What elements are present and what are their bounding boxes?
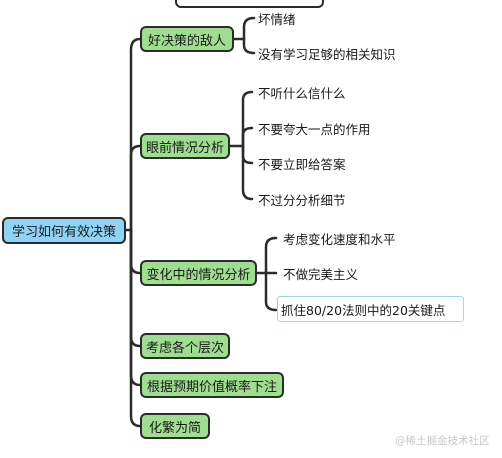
leaf-label: 不过分分析细节: [258, 192, 346, 208]
branch-node-layers[interactable]: 考虑各个层次: [140, 333, 230, 359]
branch-label: 眼前情况分析: [145, 140, 224, 156]
branch-node-simplify[interactable]: 化繁为简: [140, 413, 210, 439]
branch-label: 考虑各个层次: [145, 340, 224, 356]
leaf-label: 坏情绪: [258, 11, 296, 27]
leaf-node-selected[interactable]: 抓住80/20法则中的20关键点: [277, 296, 464, 322]
leaf-node[interactable]: 考虑变化速度和水平: [281, 229, 411, 247]
cropped-top-node: [175, 0, 324, 8]
leaf-label: 不要夸大一点的作用: [258, 121, 371, 137]
branch-node-changing-situation[interactable]: 变化中的情况分析: [140, 260, 257, 286]
watermark: @稀土掘金技术社区: [395, 435, 490, 447]
leaf-label: 考虑变化速度和水平: [283, 231, 396, 247]
leaf-node[interactable]: 不听什么信什么: [256, 83, 366, 101]
leaf-node[interactable]: 不要立即给答案: [256, 154, 366, 172]
branch-node-expected-value[interactable]: 根据预期价值概率下注: [140, 372, 284, 398]
branch-label: 好决策的敌人: [147, 33, 226, 49]
branch-node-current-situation[interactable]: 眼前情况分析: [140, 133, 230, 159]
leaf-node[interactable]: 没有学习足够的相关知识: [256, 44, 412, 62]
branch-label: 根据预期价值概率下注: [146, 379, 277, 395]
leaf-node[interactable]: 坏情绪: [256, 9, 316, 27]
branch-label: 变化中的情况分析: [146, 267, 251, 283]
leaf-node[interactable]: 不做完美主义: [281, 264, 381, 282]
leaf-label: 没有学习足够的相关知识: [258, 46, 396, 62]
leaf-label: 不做完美主义: [283, 266, 359, 282]
root-node[interactable]: 学习如何有效决策: [2, 217, 126, 244]
root-label: 学习如何有效决策: [11, 225, 116, 240]
leaf-label: 不听什么信什么: [258, 85, 346, 101]
leaf-label: 抓住80/20法则中的20关键点: [281, 302, 446, 318]
leaf-node[interactable]: 不要夸大一点的作用: [256, 119, 386, 137]
branch-node-enemies[interactable]: 好决策的敌人: [140, 26, 234, 52]
branch-label: 化繁为简: [148, 420, 201, 436]
leaf-node[interactable]: 不过分分析细节: [256, 190, 366, 208]
leaf-label: 不要立即给答案: [258, 156, 346, 172]
